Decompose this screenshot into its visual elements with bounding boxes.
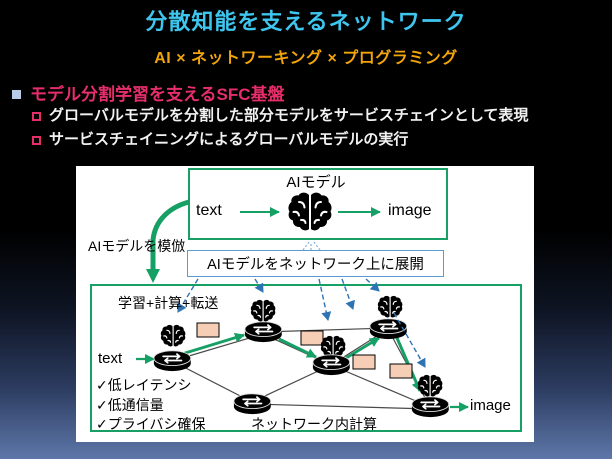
bullet-outline-square-icon	[32, 136, 41, 145]
deploy-arrow	[365, 278, 380, 292]
bullet-level2-item: グローバルモデルを分割した部分モデルをサービスチェインとして表現	[32, 106, 528, 125]
ai-model-input-label: text	[196, 202, 222, 219]
packet-icon	[389, 363, 413, 379]
router-node-icon	[153, 350, 192, 372]
deploy-box: AIモデルをネットワーク上に展開	[187, 250, 444, 277]
packet-icon	[300, 330, 324, 346]
bullet-level2-label: サービスチェイニングによるグローバルモデルの実行	[49, 131, 409, 148]
benefit-label: ✓プライバシ確保	[96, 416, 206, 432]
slide-subtitle: AI × ネットワーキング × プログラミング	[154, 50, 458, 67]
deploy-arrow	[318, 278, 332, 321]
link-line	[330, 364, 431, 408]
diagram-graphics	[136, 166, 469, 418]
benefit-label: ✓低レイテンシ	[96, 377, 192, 393]
slide-title: 分散知能を支えるネットワーク	[145, 9, 467, 34]
bullet-level1: モデル分割学習を支えるSFC基盤	[12, 84, 285, 105]
bullet-level2-label: グローバルモデルを分割した部分モデルをサービスチェインとして表現	[49, 107, 529, 124]
deploy-arrows	[177, 278, 426, 368]
deploy-arrow	[341, 278, 355, 310]
ai-model-box-title: AIモデル	[286, 174, 346, 191]
router-node-icon	[233, 393, 272, 415]
brain-icon	[161, 325, 186, 347]
bullet-outline-square-icon	[32, 112, 41, 121]
router-node-icon	[244, 321, 283, 343]
upward-dashed-fan	[302, 241, 321, 251]
brain-icon	[321, 336, 346, 358]
router-node-icon	[411, 396, 450, 418]
deploy-arrow	[177, 278, 199, 313]
chain-arrow	[345, 336, 380, 360]
bullet-level2-item: サービスチェイニングによるグローバルモデルの実行	[32, 130, 408, 149]
network-box	[90, 284, 522, 432]
bullet-square-icon	[12, 90, 21, 99]
network-input-label: text	[98, 350, 123, 367]
chain-arrow	[181, 332, 245, 356]
deploy-arrow	[254, 278, 264, 293]
mimic-arrowhead	[146, 269, 160, 283]
router-node-icon	[369, 318, 408, 340]
bullet-level1-label: モデル分割学習を支えるSFC基盤	[30, 85, 285, 104]
mimic-label: AIモデルを模倣	[88, 238, 186, 254]
link-line	[262, 327, 389, 333]
packet-icon	[196, 322, 220, 338]
brain-icon	[288, 193, 331, 231]
packet-icon	[352, 354, 376, 370]
packets	[196, 322, 413, 379]
deploy-arrow	[393, 312, 426, 368]
deploy-box-label: AIモデルをネットワーク上に展開	[207, 257, 424, 273]
chain-arrow	[278, 337, 317, 359]
brain-icon	[378, 296, 403, 318]
brain-icon	[251, 300, 276, 322]
in-network-computing-label: ネットワーク内計算	[251, 416, 377, 432]
network-output-label: image	[470, 397, 511, 414]
benefit-label: ✓低通信量	[96, 397, 164, 413]
ai-model-output-label: image	[388, 202, 432, 219]
router-node-icon	[312, 354, 351, 376]
link-line	[251, 403, 431, 410]
learn-compute-forward-label: 学習+計算+転送	[118, 295, 219, 311]
diagram-panel: AIモデル text image AIモデルを模倣 AIモデルをネットワーク上に…	[76, 166, 534, 442]
mimic-arrow	[150, 199, 190, 270]
brain-icon	[418, 375, 443, 397]
